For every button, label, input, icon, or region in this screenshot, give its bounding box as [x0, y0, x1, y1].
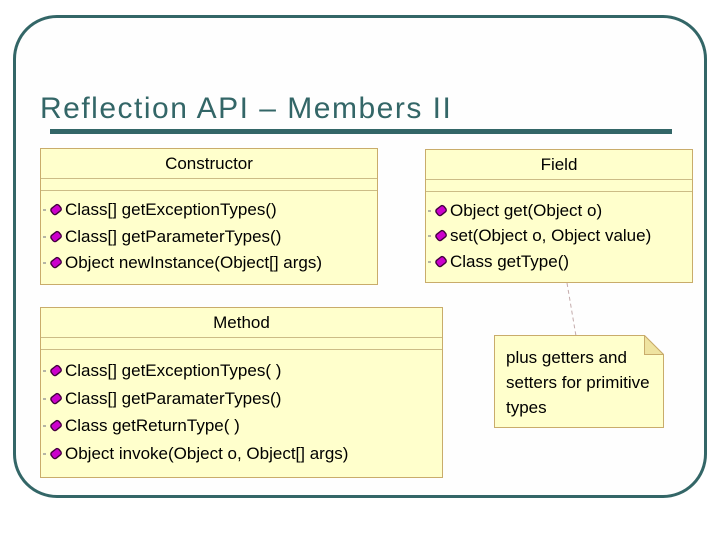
title-underline: [50, 129, 672, 134]
visibility-tick: [43, 235, 46, 238]
operation-icon: [48, 392, 64, 406]
operation-icon: [433, 229, 449, 243]
attributes-compartment: [41, 338, 442, 350]
operation-icon: [48, 447, 64, 461]
class-name-field: Field: [426, 150, 692, 180]
note-box: plus getters and setters for primitive t…: [494, 335, 664, 428]
operation-icon: [433, 204, 449, 218]
operation-label: Class getType(): [450, 251, 570, 271]
operation-label: set(Object o, Object value): [450, 226, 652, 245]
operation-icon: [48, 419, 64, 433]
operation-label: Object newInstance(Object[] args): [65, 252, 323, 272]
operation-item: Class[] getExceptionTypes(): [43, 200, 373, 220]
visibility-tick: [428, 260, 431, 263]
operation-item: Class[] getParameterTypes(): [43, 227, 373, 247]
operation-item: Class getReturnType( ): [43, 416, 438, 436]
visibility-tick: [43, 425, 46, 428]
operation-item: set(Object o, Object value): [428, 226, 688, 246]
operations-compartment: Object get(Object o) set(Object o, Objec…: [426, 192, 692, 282]
operation-icon: [48, 364, 64, 378]
visibility-tick: [43, 369, 46, 372]
attributes-compartment: [426, 180, 692, 192]
visibility-tick: [43, 261, 46, 264]
visibility-tick: [43, 209, 46, 212]
visibility-tick: [428, 209, 431, 212]
visibility-tick: [43, 453, 46, 456]
operation-item: Class[] getExceptionTypes( ): [43, 361, 438, 381]
operation-item: Class getType(): [428, 252, 688, 272]
operation-item: Class[] getParamaterTypes(): [43, 389, 438, 409]
class-box-constructor: Constructor Class[] getExceptionTypes() …: [40, 148, 378, 285]
operation-label: Object invoke(Object o, Object[] args): [65, 444, 349, 464]
operation-icon: [48, 256, 64, 270]
operation-label: Class[] getExceptionTypes(): [65, 200, 277, 220]
attributes-compartment: [41, 179, 377, 191]
note-text: plus getters and setters for primitive t…: [506, 348, 650, 417]
operation-label: Class[] getExceptionTypes( ): [65, 360, 282, 380]
class-name-constructor: Constructor: [41, 149, 377, 179]
operation-label: Object get(Object o): [450, 200, 603, 220]
operation-label: Class getReturnType( ): [65, 416, 240, 436]
class-box-method: Method Class[] getExceptionTypes( ) Clas…: [40, 307, 443, 478]
class-name-method: Method: [41, 308, 442, 338]
operations-compartment: Class[] getExceptionTypes() Class[] getP…: [41, 191, 377, 284]
operation-item: Object get(Object o): [428, 201, 688, 221]
operation-label: Class[] getParamaterTypes(): [65, 388, 282, 408]
operations-compartment: Class[] getExceptionTypes( ) Class[] get…: [41, 350, 442, 477]
operation-item: Object newInstance(Object[] args): [43, 253, 373, 273]
class-box-field: Field Object get(Object o) set(Object o,…: [425, 149, 693, 283]
visibility-tick: [43, 397, 46, 400]
operation-icon: [48, 230, 64, 244]
note-background: [494, 335, 664, 428]
operation-icon: [48, 203, 64, 217]
page-title: Reflection API – Members II: [40, 92, 453, 125]
operation-label: Class[] getParameterTypes(): [65, 226, 282, 246]
operation-item: Object invoke(Object o, Object[] args): [43, 444, 438, 464]
operation-icon: [433, 255, 449, 269]
visibility-tick: [428, 235, 431, 237]
